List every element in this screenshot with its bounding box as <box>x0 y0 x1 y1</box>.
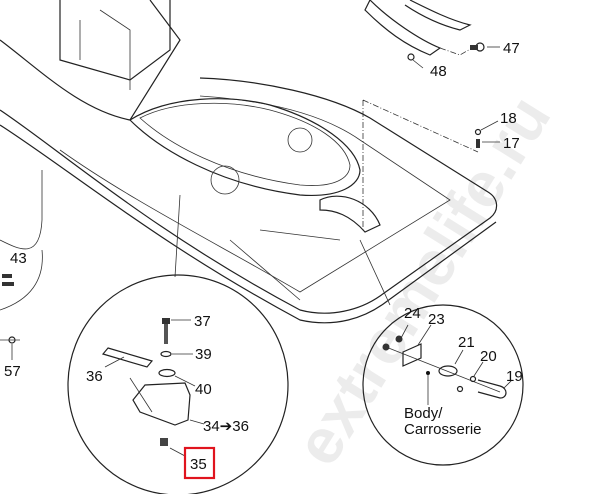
callout-24: 24 <box>404 305 421 322</box>
fasteners-top <box>0 42 500 360</box>
callout-48: 48 <box>430 63 447 80</box>
callout-34-36: 34➔36 <box>203 418 249 435</box>
callout-43: 43 <box>10 250 27 267</box>
callout-47: 47 <box>503 40 520 57</box>
callout-35[interactable]: 35 <box>190 456 207 473</box>
highlight-box <box>183 446 216 480</box>
callout-57: 57 <box>4 363 21 380</box>
body-label: Body/ <box>404 405 443 422</box>
callout-20: 20 <box>480 348 497 365</box>
detail-circle-right <box>362 304 524 466</box>
callout-40: 40 <box>195 381 212 398</box>
carrosserie-label: Carrosserie <box>404 421 482 438</box>
callout-23: 23 <box>428 311 445 328</box>
detail-circle-left <box>67 274 289 494</box>
callouts: 47 48 18 17 43 57 37 39 36 40 34➔36 35 2… <box>4 40 523 480</box>
callout-39: 39 <box>195 346 212 363</box>
callout-17: 17 <box>503 135 520 152</box>
callout-37: 37 <box>194 313 211 330</box>
callout-21: 21 <box>458 334 475 351</box>
callout-18: 18 <box>500 110 517 127</box>
callout-19: 19 <box>506 368 523 385</box>
callout-36: 36 <box>86 368 103 385</box>
hull-drawing <box>0 0 498 324</box>
